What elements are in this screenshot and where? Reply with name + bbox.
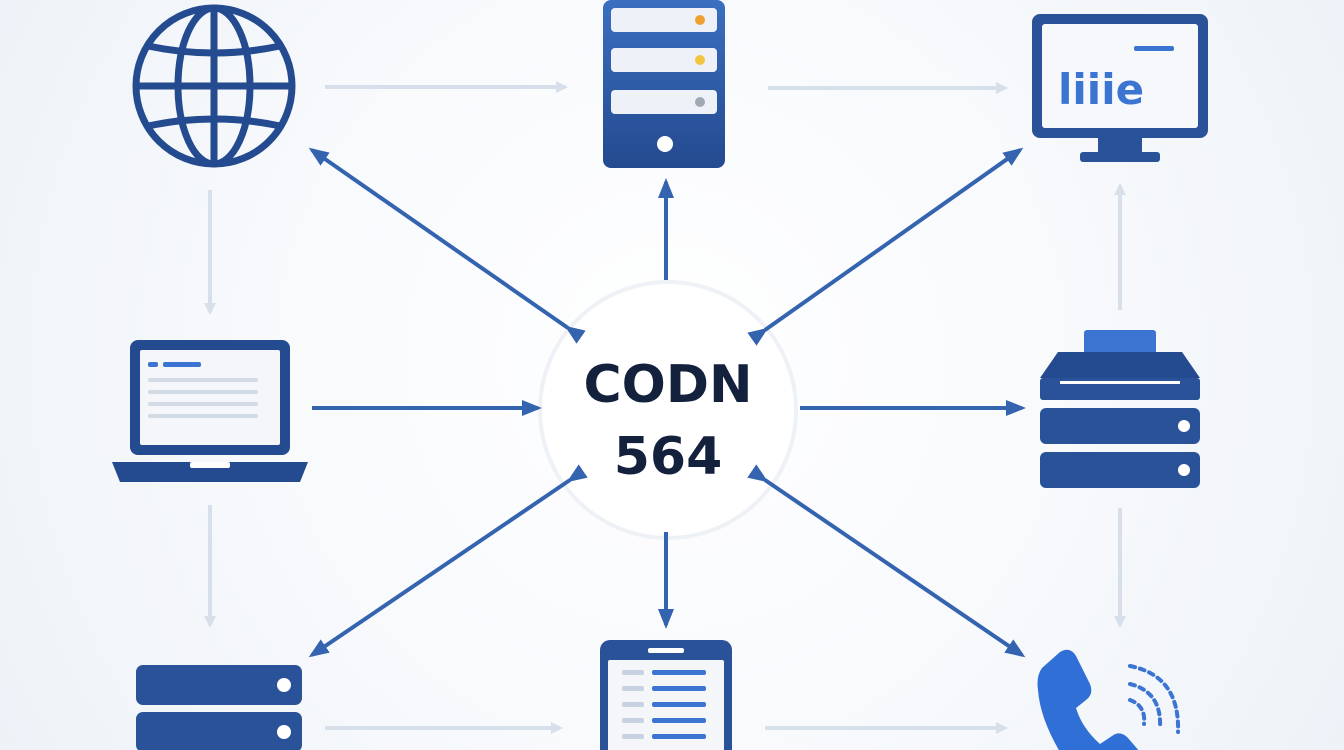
- led-yellow-icon: [695, 55, 705, 65]
- led-gray-icon: [695, 97, 705, 107]
- hub-arrows: [308, 147, 1026, 658]
- monitor-icon: liiie: [1032, 14, 1208, 162]
- hub-label-line2: 564: [614, 427, 723, 487]
- arrow-hub-phone: [747, 464, 1026, 658]
- tablet-icon: [600, 640, 732, 750]
- arrow-hub-globe: [308, 147, 586, 344]
- phone-icon: [1037, 649, 1181, 750]
- laptop-icon: [112, 340, 308, 482]
- hub-label-line1: CODN: [583, 355, 752, 415]
- arrow-hub-rack: [308, 464, 588, 658]
- server-tower-icon: [603, 0, 725, 168]
- globe-icon: [132, 4, 296, 168]
- peripheral-arrows: [204, 81, 1126, 734]
- led-orange-icon: [695, 15, 705, 25]
- arrow-hub-monitor: [747, 147, 1024, 346]
- monitor-screen-text: liiie: [1058, 65, 1144, 114]
- printer-server-icon: [1040, 330, 1200, 488]
- rack-server-icon: [136, 665, 302, 750]
